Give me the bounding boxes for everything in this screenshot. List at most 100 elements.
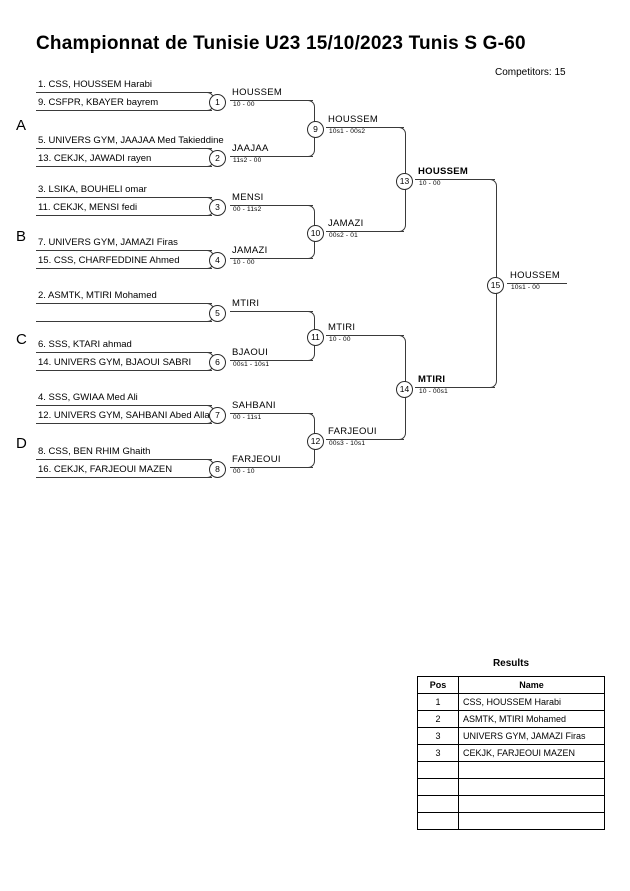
bracket-line [36, 321, 212, 322]
result-name: ASMTK, MTIRI Mohamed [458, 710, 605, 728]
entry-label: 6. SSS, KTARI ahmad [38, 339, 132, 350]
entry-label: 3. LSIKA, BOUHELI omar [38, 184, 147, 195]
results-title: Results [492, 658, 530, 669]
bracket-line [36, 423, 212, 424]
bracket-corner [306, 440, 315, 468]
bracket-line [36, 148, 212, 149]
bracket-line [230, 258, 313, 259]
match-number[interactable]: 5 [209, 305, 226, 322]
bracket-line [36, 268, 212, 269]
bracket-line [230, 413, 313, 414]
bracket-line [326, 335, 404, 336]
match-number[interactable]: 3 [209, 199, 226, 216]
bracket-corner [306, 311, 315, 337]
match-score: 00s2 - 01 [329, 232, 358, 239]
bracket-line [230, 360, 313, 361]
bracket-line [230, 205, 313, 206]
bracket-corner [397, 335, 406, 389]
match-score: 11s2 - 00 [233, 157, 262, 164]
match-number[interactable]: 10 [307, 225, 324, 242]
match-winner: HOUSSEM [418, 166, 469, 177]
bracket-corner [306, 205, 315, 233]
match-winner: FARJEOUI [232, 454, 281, 465]
bracket-line [36, 405, 212, 406]
entry-label: 9. CSFPR, KBAYER bayrem [38, 97, 159, 108]
match-number[interactable]: 1 [209, 94, 226, 111]
match-score: 10 - 00s1 [419, 388, 448, 395]
bracket-line [36, 110, 212, 111]
match-number[interactable]: 15 [487, 277, 504, 294]
match-score: 00 - 11s1 [233, 414, 262, 421]
match-score: 00 - 11s2 [233, 206, 262, 213]
bracket-line [326, 127, 404, 128]
result-name [458, 795, 605, 813]
match-number[interactable]: 2 [209, 150, 226, 167]
bracket-corner [397, 180, 406, 232]
table-row [417, 778, 605, 796]
match-winner: JAMAZI [328, 218, 364, 229]
entry-label: 7. UNIVERS GYM, JAMAZI Firas [38, 237, 178, 248]
match-score: 00s3 - 10s1 [329, 440, 366, 447]
table-row: 1 CSS, HOUSSEM Harabi [417, 693, 605, 711]
match-number[interactable]: 8 [209, 461, 226, 478]
match-winner: MTIRI [328, 322, 356, 333]
match-winner: MENSI [232, 192, 264, 203]
bracket-line [36, 250, 212, 251]
table-row: 3 CEKJK, FARJEOUI MAZEN [417, 744, 605, 762]
bracket-line [230, 156, 313, 157]
group-label-a: A [16, 117, 27, 134]
table-header-row: Pos Name [417, 676, 605, 694]
result-name: CSS, HOUSSEM Harabi [458, 693, 605, 711]
entry-label: 15. CSS, CHARFEDDINE Ahmed [38, 255, 180, 266]
match-number[interactable]: 11 [307, 329, 324, 346]
bracket-corner [306, 100, 315, 129]
match-winner: MTIRI [418, 374, 446, 385]
entry-label: 5. UNIVERS GYM, JAAJAA Med Takieddine [38, 135, 224, 146]
match-winner: JAAJAA [232, 143, 269, 154]
result-pos: 1 [417, 693, 459, 711]
match-number[interactable]: 12 [307, 433, 324, 450]
result-pos [417, 778, 459, 796]
result-pos: 3 [417, 727, 459, 745]
final-winner: HOUSSEM [510, 270, 561, 281]
bracket-corner [397, 127, 406, 181]
competitors-count: Competitors: 15 [495, 67, 566, 78]
bracket-line [230, 100, 313, 101]
table-row [417, 812, 605, 830]
match-number[interactable]: 6 [209, 354, 226, 371]
match-number[interactable]: 7 [209, 407, 226, 424]
column-header-name: Name [458, 676, 605, 694]
result-name [458, 812, 605, 830]
entry-label: 8. CSS, BEN RHIM Ghaith [38, 446, 151, 457]
bracket-line [36, 303, 212, 304]
match-number[interactable]: 14 [396, 381, 413, 398]
entry-label: 13. CEKJK, JAWADI rayen [38, 153, 152, 164]
bracket-line [36, 166, 212, 167]
group-label-b: B [16, 228, 27, 245]
match-number[interactable]: 9 [307, 121, 324, 138]
result-pos: 2 [417, 710, 459, 728]
results-table: Pos Name 1 CSS, HOUSSEM Harabi 2 ASMTK, … [417, 676, 605, 830]
entry-label: 11. CEKJK, MENSI fedi [38, 202, 138, 213]
result-name [458, 778, 605, 796]
result-pos [417, 812, 459, 830]
table-row: 3 UNIVERS GYM, JAMAZI Firas [417, 727, 605, 745]
result-name: CEKJK, FARJEOUI MAZEN [458, 744, 605, 762]
entry-label: 2. ASMTK, MTIRI Mohamed [38, 290, 157, 301]
bracket-corner [306, 413, 315, 441]
result-name [458, 761, 605, 779]
result-name: UNIVERS GYM, JAMAZI Firas [458, 727, 605, 745]
match-number[interactable]: 4 [209, 252, 226, 269]
result-pos: 3 [417, 744, 459, 762]
match-score: 10s1 - 00s2 [329, 128, 366, 135]
match-winner: SAHBANI [232, 400, 276, 411]
entry-label: 16. CEKJK, FARJEOUI MAZEN [38, 464, 173, 475]
entry-label: 1. CSS, HOUSSEM Harabi [38, 79, 153, 90]
match-number[interactable]: 13 [396, 173, 413, 190]
match-score: 00 - 10 [233, 468, 255, 475]
bracket-corner [488, 284, 497, 388]
match-winner: JAMAZI [232, 245, 268, 256]
group-label-d: D [16, 435, 27, 452]
bracket-line [36, 92, 212, 93]
